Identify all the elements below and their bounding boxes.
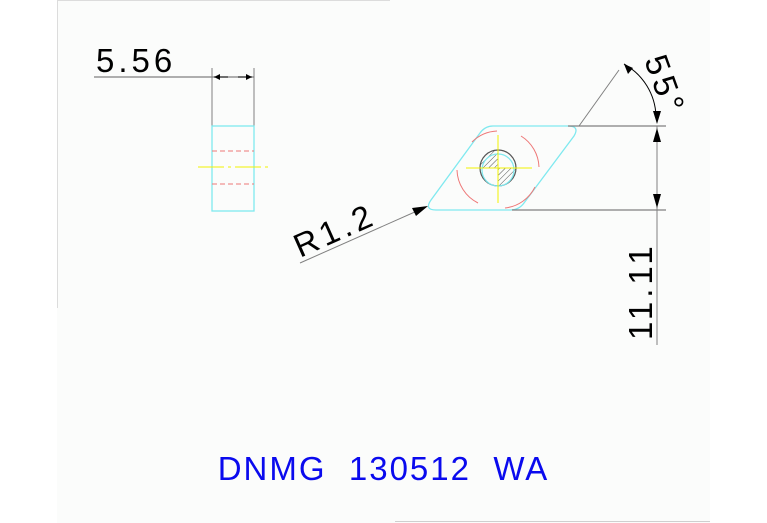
hidden-arc	[471, 130, 498, 143]
hidden-arc	[520, 135, 540, 168]
angle-extension-line	[578, 69, 620, 127]
drawing-sheet	[57, 0, 710, 523]
hidden-arc	[504, 186, 536, 209]
dimensions: 55° 11.11 R1.2	[288, 50, 693, 345]
hidden-arc	[456, 169, 479, 204]
inscribed-circle-dimension: 11.11	[622, 242, 659, 340]
sheet-border-top	[57, 0, 390, 1]
arrow-down-icon	[653, 194, 661, 208]
hole-section-hatch	[498, 168, 516, 186]
insert-designation-title: DNMG 130512 WA	[0, 450, 767, 488]
angle-arrow-icon	[624, 64, 633, 74]
top-view	[427, 125, 577, 211]
arrow-up-icon	[653, 128, 661, 142]
radius-leader-line	[299, 206, 427, 264]
corner-radius-dimension: R1.2	[288, 196, 381, 265]
sheet-border-bottom	[395, 521, 710, 522]
thickness-dimension: 5.56	[96, 42, 176, 79]
insert-outline	[427, 125, 577, 211]
insert-side-outline	[211, 125, 255, 212]
sheet-border-left	[57, 0, 58, 308]
angle-dimension: 55°	[637, 50, 693, 121]
radius-arrow-icon	[412, 206, 428, 216]
side-view: 5.56	[94, 42, 268, 212]
title-text: DNMG 130512 WA	[217, 450, 550, 487]
angle-arrow-icon	[653, 111, 661, 124]
